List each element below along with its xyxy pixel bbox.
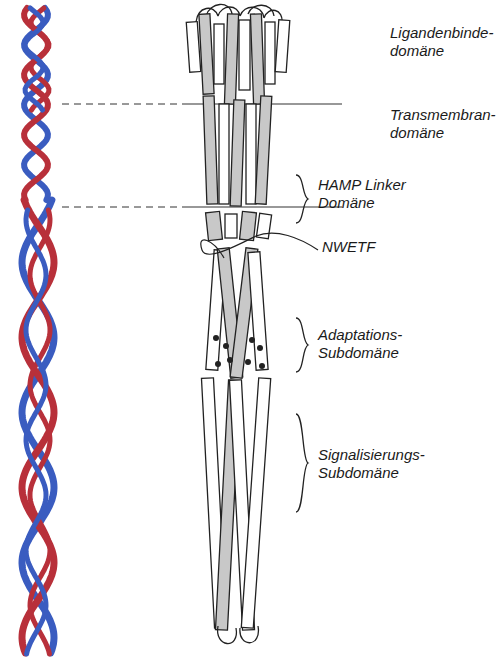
nwetf-tail xyxy=(201,233,318,258)
helix-strand xyxy=(24,8,48,200)
domain-label: Transmembran- domäne xyxy=(390,106,494,142)
helix-strand xyxy=(26,210,46,654)
helix-strand xyxy=(22,200,54,653)
membrane-line xyxy=(62,104,185,105)
helix-strand xyxy=(24,8,48,200)
helix-strand xyxy=(25,8,43,110)
domain-label: Signalisierungs- Subdomäne xyxy=(318,446,448,482)
receptor-schematic xyxy=(186,4,290,643)
domain-label: HAMP Linker Domäne xyxy=(318,176,418,212)
membrane-line xyxy=(62,207,185,208)
domain-label: Adaptations- Subdomäne xyxy=(318,326,428,362)
helix-ribbon xyxy=(22,8,54,654)
domain-label: Ligandenbinde- domäne xyxy=(390,24,494,60)
bracket xyxy=(296,175,308,512)
domain-label: NWETF xyxy=(322,238,412,256)
helix-strand xyxy=(22,200,54,653)
